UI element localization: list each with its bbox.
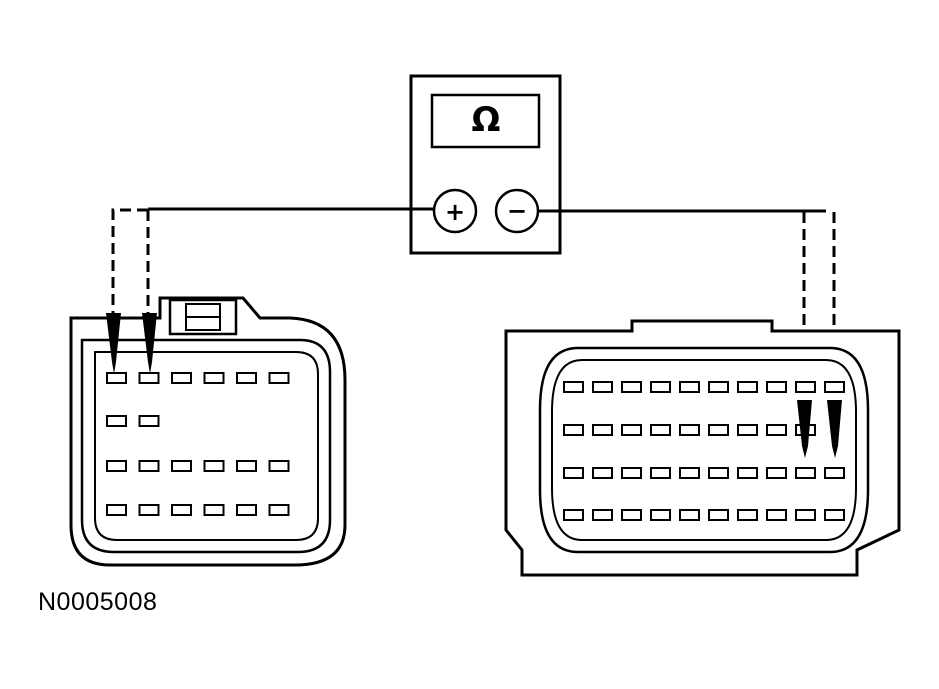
- right-probe-tip-b: [827, 400, 842, 458]
- pin-cavity: [824, 381, 845, 393]
- right-connector-face-outer: [538, 346, 870, 554]
- pin-cavity: [650, 467, 671, 479]
- pin-cavity: [203, 504, 225, 516]
- pin-cavity: [679, 509, 700, 521]
- pin-cavity: [737, 424, 758, 436]
- pin-cavity: [236, 460, 257, 472]
- pin-cavity: [592, 509, 613, 521]
- positive-terminal: [432, 188, 478, 234]
- pin-cavity: [708, 467, 729, 479]
- pin-cavity: [621, 467, 642, 479]
- probe-tips: [106, 313, 842, 458]
- pin-cavity: [824, 509, 845, 521]
- pin-cavity: [766, 509, 787, 521]
- pin-cavity: [795, 509, 816, 521]
- meter-display: [430, 93, 541, 149]
- pin-cavity: [737, 467, 758, 479]
- pin-cavity: [268, 372, 290, 384]
- negative-terminal-label: −: [507, 197, 527, 225]
- left-connector-face-inner: [94, 351, 319, 541]
- ohmmeter: Ω + −: [409, 74, 562, 255]
- pin-cavity: [563, 381, 584, 393]
- pin-cavity: [268, 504, 290, 516]
- pin-cavity: [563, 509, 584, 521]
- pin-cavity: [795, 467, 816, 479]
- left-probe-tip-a: [106, 313, 121, 374]
- positive-terminal-label: +: [445, 198, 465, 226]
- pin-cavity: [106, 504, 127, 516]
- pin-cavity: [824, 467, 845, 479]
- pin-cavity: [106, 415, 127, 427]
- test-leads: [148, 207, 826, 213]
- right-connector: [504, 319, 901, 577]
- left-connector: [69, 296, 347, 567]
- pin-cavity: [563, 467, 584, 479]
- pin-cavity: [766, 424, 787, 436]
- pin-cavity: [563, 424, 584, 436]
- pin-cavity: [708, 381, 729, 393]
- pin-cavity: [708, 424, 729, 436]
- pin-cavity: [171, 460, 192, 472]
- left-probe-tip-b: [142, 313, 157, 374]
- pin-cavity: [203, 460, 225, 472]
- left-probe-wire-a: [111, 208, 148, 315]
- left-connector-face-outer: [80, 338, 332, 554]
- pin-cavity: [650, 424, 671, 436]
- pin-cavity: [236, 504, 257, 516]
- ohm-symbol: Ω: [472, 100, 501, 140]
- pin-cavity: [203, 372, 225, 384]
- pin-cavity: [679, 467, 700, 479]
- pin-cavity: [621, 424, 642, 436]
- pin-cavity: [268, 460, 290, 472]
- pin-cavity: [236, 372, 257, 384]
- pin-cavity: [138, 504, 160, 516]
- pin-cavity: [138, 460, 160, 472]
- left-connector-housing: [69, 296, 347, 567]
- pin-cavity: [795, 381, 816, 393]
- pin-cavity: [106, 372, 127, 384]
- pin-cavity: [171, 372, 192, 384]
- left-connector-pins: [106, 372, 290, 516]
- pin-cavity: [138, 415, 160, 427]
- figure-reference-id: N0005008: [38, 588, 158, 616]
- pin-cavity: [138, 372, 160, 384]
- pin-cavity: [171, 504, 192, 516]
- pin-cavity: [737, 509, 758, 521]
- pin-cavity: [650, 509, 671, 521]
- pin-cavity: [737, 381, 758, 393]
- pin-cavity: [679, 424, 700, 436]
- right-connector-face-inner: [551, 359, 857, 541]
- pin-cavity: [592, 424, 613, 436]
- right-probe-tip-a: [797, 400, 812, 458]
- pin-cavity: [621, 381, 642, 393]
- pin-cavity: [592, 381, 613, 393]
- pin-cavity: [766, 381, 787, 393]
- pin-cavity: [592, 467, 613, 479]
- pin-cavity: [650, 381, 671, 393]
- pin-cavity: [621, 509, 642, 521]
- pin-cavity: [766, 467, 787, 479]
- pin-cavity: [708, 509, 729, 521]
- pin-cavity: [679, 381, 700, 393]
- pin-cavity: [106, 460, 127, 472]
